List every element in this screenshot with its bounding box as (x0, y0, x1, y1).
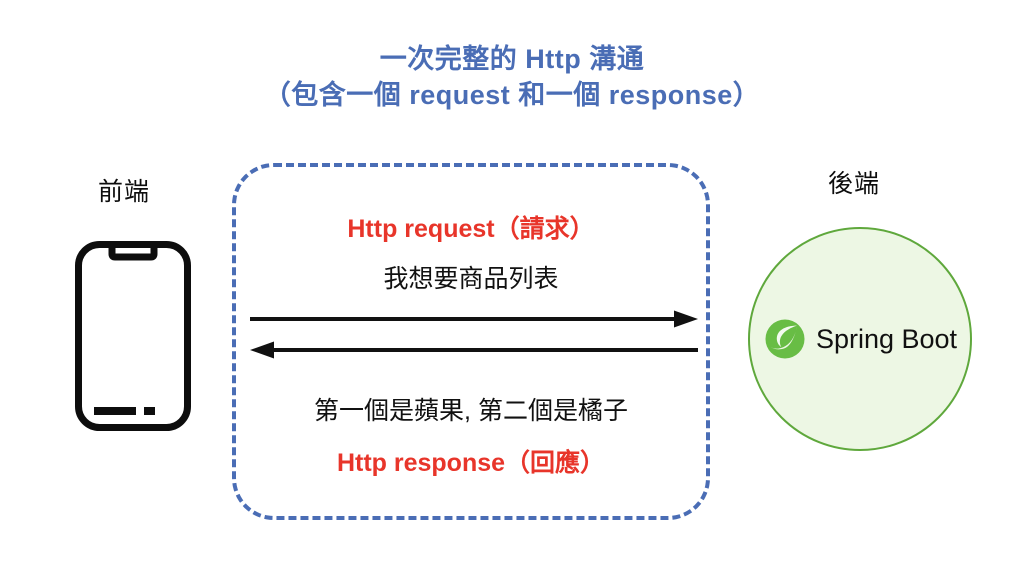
backend-label: 後端 (828, 170, 881, 198)
title-line-2: （包含一個 request 和一個 response） (263, 79, 761, 110)
http-response-body: 第一個是蘋果, 第二個是橘子 (314, 397, 628, 425)
http-exchange-container (232, 163, 710, 520)
page-title: 一次完整的 Http 溝通 （包含一個 request 和一個 response… (0, 42, 1024, 113)
arrow-left-icon (250, 341, 698, 359)
http-response-label: Http response（回應） (336, 449, 606, 477)
frontend-label: 前端 (98, 178, 151, 206)
arrow-right-icon (250, 310, 698, 328)
spring-boot-label: Spring Boot (815, 323, 958, 354)
http-request-body: 我想要商品列表 (383, 265, 559, 293)
smartphone-icon (74, 240, 192, 432)
spring-boot-leaf-icon (763, 317, 807, 361)
backend-server-node: Spring Boot (748, 227, 972, 451)
http-request-label: Http request（請求） (347, 215, 595, 243)
title-line-1: 一次完整的 Http 溝通 (379, 44, 645, 74)
